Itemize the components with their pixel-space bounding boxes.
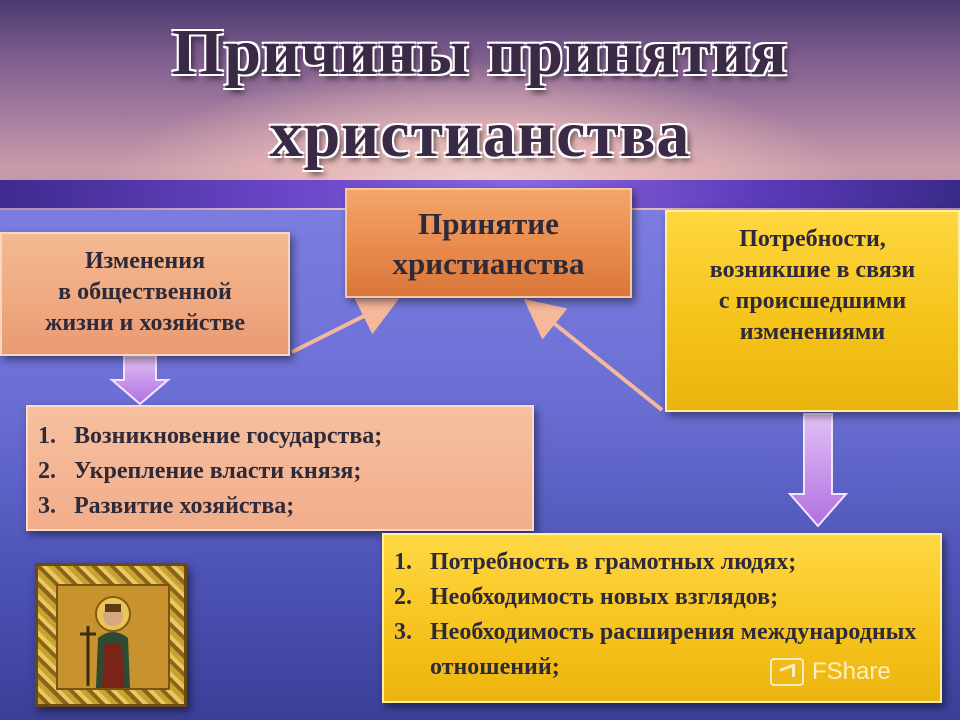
list-item: 1. Потребность в грамотных людях; (394, 545, 930, 580)
slide-title: Причины принятия христианства (0, 12, 960, 176)
list-item-number: 2. (38, 458, 56, 484)
list-item: 3. Необходимость расширения международны… (394, 615, 930, 685)
watermark-text: FShare (812, 658, 891, 685)
title-line-1: Причины принятия (171, 16, 789, 89)
saint-figure-icon (58, 586, 168, 688)
list-item: 2. Укрепление власти князя; (38, 454, 522, 489)
needs-list: 1. Потребность в грамотных людях; 2. Нео… (394, 545, 930, 685)
changes-box: Изменения в общественной жизни и хозяйст… (0, 232, 290, 356)
changes-box-line-1: Изменения (84, 248, 206, 274)
list-item: 1. Возникновение государства; (38, 419, 522, 454)
list-item-number: 1. (38, 423, 56, 449)
down-arrow-icon (109, 355, 171, 406)
list-item-text: Возникновение государства; (74, 423, 383, 449)
list-item-number: 1. (394, 549, 412, 575)
needs-box-line-2: возникшие в связи (709, 257, 916, 283)
sky-background (0, 0, 960, 210)
needs-box: Потребности, возникшие в связи с происше… (665, 210, 960, 412)
changes-list: 1. Возникновение государства; 2. Укрепле… (38, 419, 522, 524)
down-arrow-icon (787, 413, 849, 528)
needs-box-line-4: изменениями (739, 319, 886, 345)
needs-box-line-1: Потребности, (739, 226, 886, 252)
arrow-needs-to-center (523, 298, 664, 412)
list-item-text: Необходимость расширения международных о… (430, 619, 917, 680)
icon-panel (56, 584, 170, 690)
watermark: FShare (770, 656, 891, 688)
saint-icon-image (35, 563, 187, 707)
list-item: 2. Необходимость новых взглядов; (394, 580, 930, 615)
share-logo-icon (770, 658, 804, 686)
changes-box-line-2: в общественной (58, 279, 232, 305)
arrow-changes-to-center (291, 298, 400, 354)
center-box-line-1: Принятие (418, 206, 559, 241)
list-item: 3. Развитие хозяйства; (38, 489, 522, 524)
title-line-2: христианства (269, 98, 691, 171)
center-box-line-2: христианства (392, 246, 585, 281)
list-item-text: Развитие хозяйства; (74, 493, 295, 519)
needs-box-line-3: с происшедшими (718, 288, 907, 314)
list-item-text: Укрепление власти князя; (74, 458, 362, 484)
changes-list-box: 1. Возникновение государства; 2. Укрепле… (26, 405, 534, 531)
list-item-text: Необходимость новых взглядов; (430, 584, 779, 610)
changes-box-line-3: жизни и хозяйстве (45, 310, 245, 336)
list-item-text: Потребность в грамотных людях; (430, 549, 797, 575)
center-box-adoption: Принятие христианства (345, 188, 632, 298)
needs-list-box: 1. Потребность в грамотных людях; 2. Нео… (382, 533, 942, 703)
list-item-number: 2. (394, 584, 412, 610)
list-item-number: 3. (394, 619, 412, 645)
list-item-number: 3. (38, 493, 56, 519)
